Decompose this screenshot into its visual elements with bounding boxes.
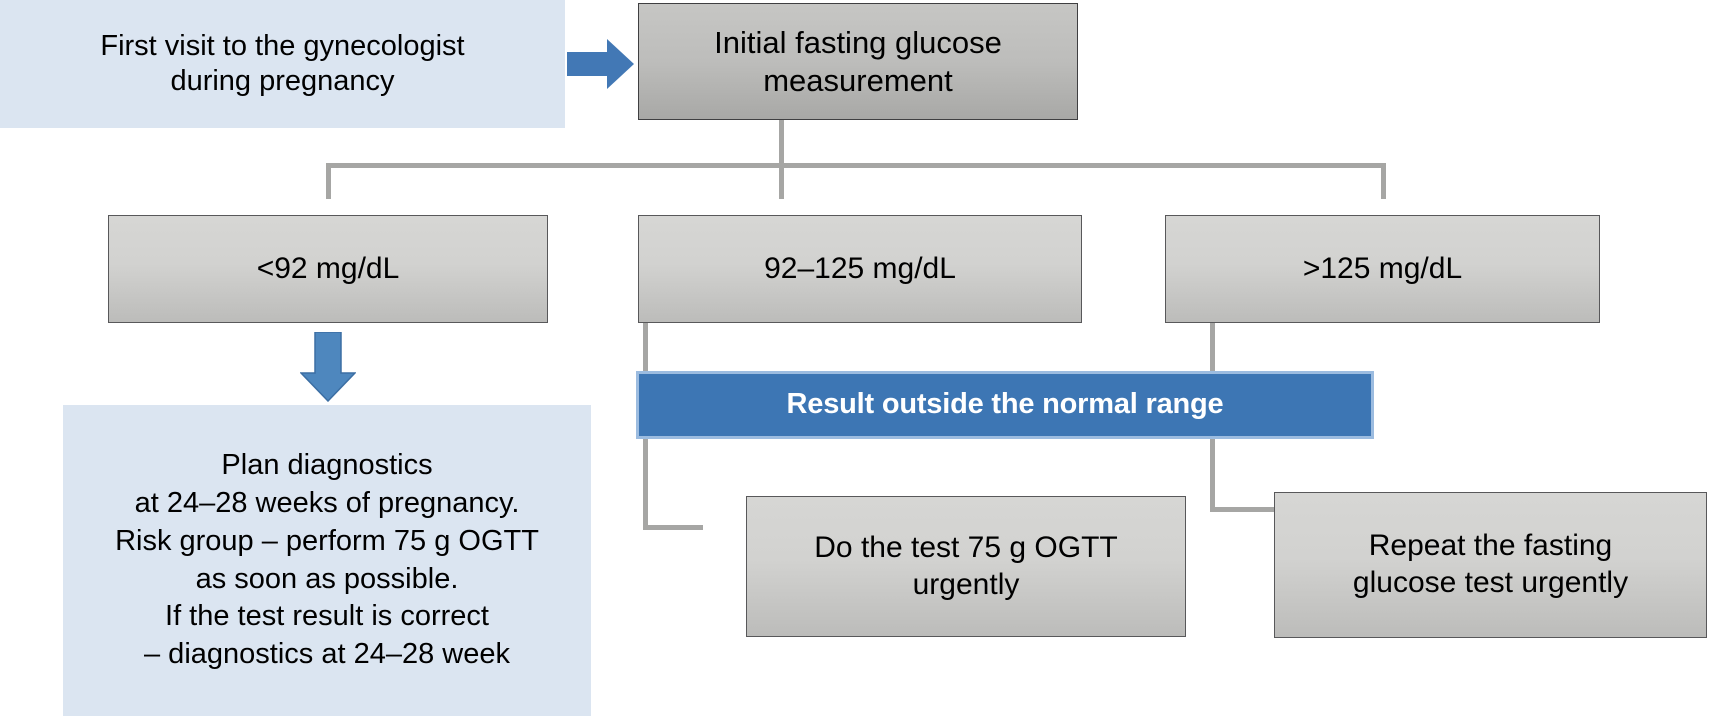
node-initial-measurement[interactable]: Initial fasting glucose measurement [638, 3, 1078, 120]
right-arrow-icon [567, 38, 635, 90]
connector-drop-low [326, 163, 331, 199]
connector-high-horizontal [1210, 507, 1275, 512]
connector-horizontal-bus [326, 163, 1386, 168]
node-range-mid[interactable]: 92–125 mg/dL [638, 215, 1082, 323]
node-range-high[interactable]: >125 mg/dL [1165, 215, 1600, 323]
node-do-ogtt[interactable]: Do the test 75 g OGTT urgently [746, 496, 1186, 637]
node-result-outside-range[interactable]: Result outside the normal range [636, 371, 1374, 439]
node-repeat-fasting-test[interactable]: Repeat the fasting glucose test urgently [1274, 492, 1707, 638]
node-range-low[interactable]: <92 mg/dL [108, 215, 548, 323]
connector-trunk-vertical [779, 113, 784, 168]
connector-drop-high [1381, 163, 1386, 199]
down-arrow-icon [300, 332, 356, 402]
node-first-visit[interactable]: First visit to the gynecologist during p… [0, 0, 565, 128]
node-plan-diagnostics[interactable]: Plan diagnostics at 24–28 weeks of pregn… [63, 405, 591, 716]
connector-mid-horizontal [643, 525, 703, 530]
connector-drop-mid [779, 163, 784, 199]
